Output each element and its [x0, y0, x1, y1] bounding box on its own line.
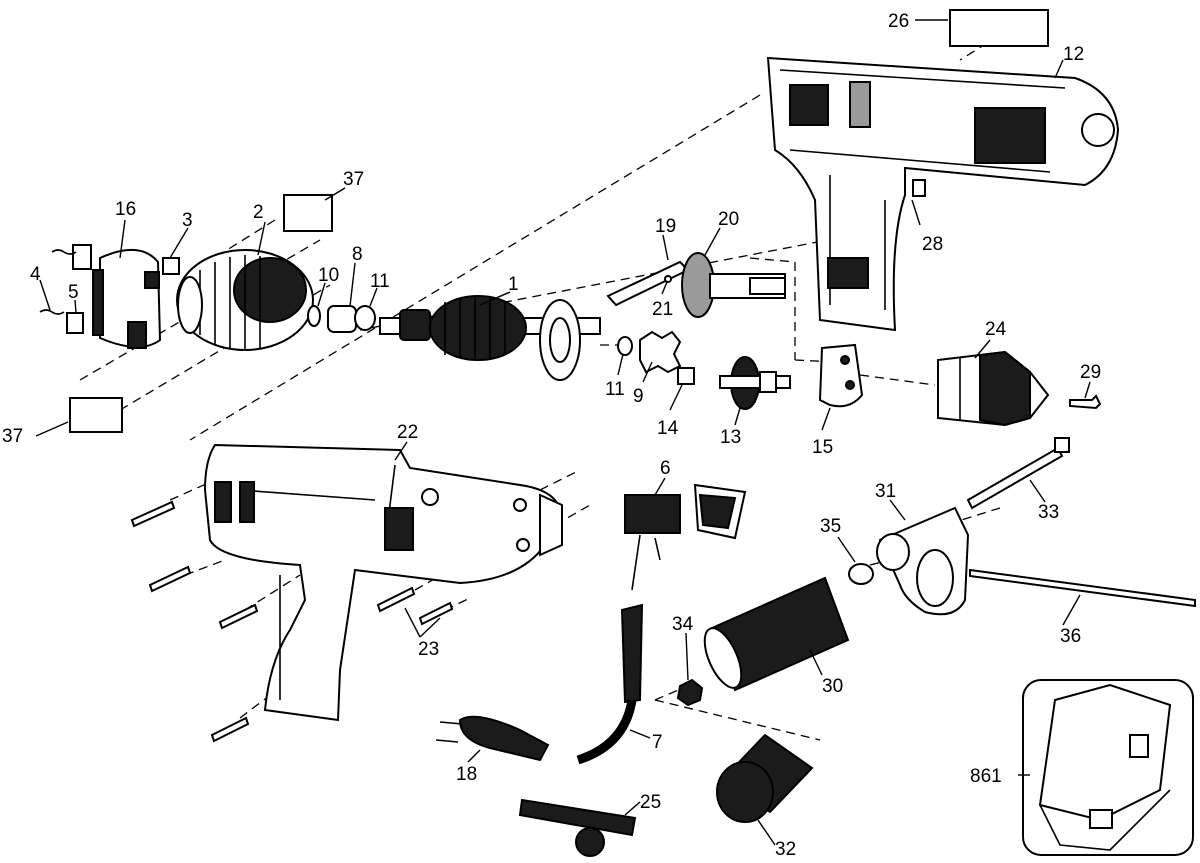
callout-32: 32 — [775, 839, 796, 860]
callout-24: 24 — [985, 319, 1007, 340]
screw-29 — [1069, 394, 1102, 410]
callout-36: 36 — [1060, 626, 1081, 647]
switch-and-cord — [576, 483, 747, 765]
callout-28: 28 — [922, 234, 943, 255]
callout-22: 22 — [397, 422, 418, 443]
callout-35: 35 — [820, 516, 841, 537]
housing-half-right — [766, 56, 1120, 332]
callout-9: 9 — [633, 386, 644, 407]
motor-field-assembly — [176, 249, 314, 351]
callout-18: 18 — [456, 764, 477, 785]
callout-6: 6 — [660, 458, 671, 479]
brush-holder-assembly — [39, 244, 180, 349]
callout-15: 15 — [812, 437, 833, 458]
housing-half-left — [203, 443, 563, 722]
plate-15 — [818, 343, 864, 408]
bushing-32 — [716, 733, 814, 823]
plug-18 — [435, 715, 550, 762]
callout-1: 1 — [508, 274, 519, 295]
label-plate-37-bottom — [69, 397, 123, 433]
key-19 — [606, 260, 690, 307]
callout-26: 26 — [888, 11, 909, 32]
side-handle-31 — [876, 506, 970, 616]
callout-labels: 26 12 28 37 2 16 3 4 5 10 8 11 1 19 20 2… — [2, 11, 1101, 860]
label-plate-37-top — [283, 194, 333, 232]
washer-11-right — [617, 336, 633, 356]
block-14 — [677, 367, 695, 385]
washer-11-left — [354, 305, 376, 331]
callout-23: 23 — [418, 639, 439, 660]
rod-36 — [969, 568, 1196, 608]
callout-29: 29 — [1080, 362, 1101, 383]
pin-21 — [664, 275, 672, 283]
callout-34: 34 — [672, 614, 694, 635]
callout-8: 8 — [352, 244, 363, 265]
callout-25: 25 — [640, 792, 661, 813]
callout-20: 20 — [718, 209, 739, 230]
gear-13 — [719, 356, 791, 410]
bearing-8 — [327, 305, 357, 333]
label-plate-26 — [949, 9, 1049, 47]
callout-19: 19 — [655, 216, 676, 237]
housing-screws — [130, 500, 454, 743]
callout-16: 16 — [115, 199, 136, 220]
callout-5: 5 — [68, 282, 79, 303]
callout-31: 31 — [875, 481, 896, 502]
sleeve-30 — [703, 576, 850, 692]
callout-leaders — [35, 19, 1091, 846]
chuck-key-25 — [518, 798, 637, 857]
nut-34 — [676, 678, 704, 707]
callout-37-bottom: 37 — [2, 426, 23, 447]
callout-12: 12 — [1063, 44, 1084, 65]
chuck-24 — [937, 350, 1050, 427]
callout-14: 14 — [657, 418, 679, 439]
callout-3: 3 — [182, 210, 193, 231]
callout-13: 13 — [720, 427, 741, 448]
callout-2: 2 — [253, 202, 264, 223]
callout-33: 33 — [1038, 502, 1059, 523]
callout-11-left: 11 — [370, 271, 390, 292]
callout-37-top: 37 — [343, 169, 364, 190]
spindle-gear-20 — [681, 252, 786, 318]
fan-9 — [639, 330, 682, 374]
callout-10: 10 — [318, 265, 339, 286]
washer-10 — [307, 305, 321, 327]
callout-7: 7 — [652, 732, 663, 753]
rod-33 — [966, 437, 1070, 510]
washer-35 — [848, 563, 874, 585]
callout-4: 4 — [30, 264, 41, 285]
callout-21: 21 — [652, 299, 673, 320]
armature-1 — [379, 295, 601, 381]
carry-case-861 — [1022, 679, 1194, 856]
callout-11-right: 11 — [605, 379, 625, 400]
callout-30: 30 — [822, 676, 843, 697]
callout-861: 861 — [970, 766, 1002, 787]
